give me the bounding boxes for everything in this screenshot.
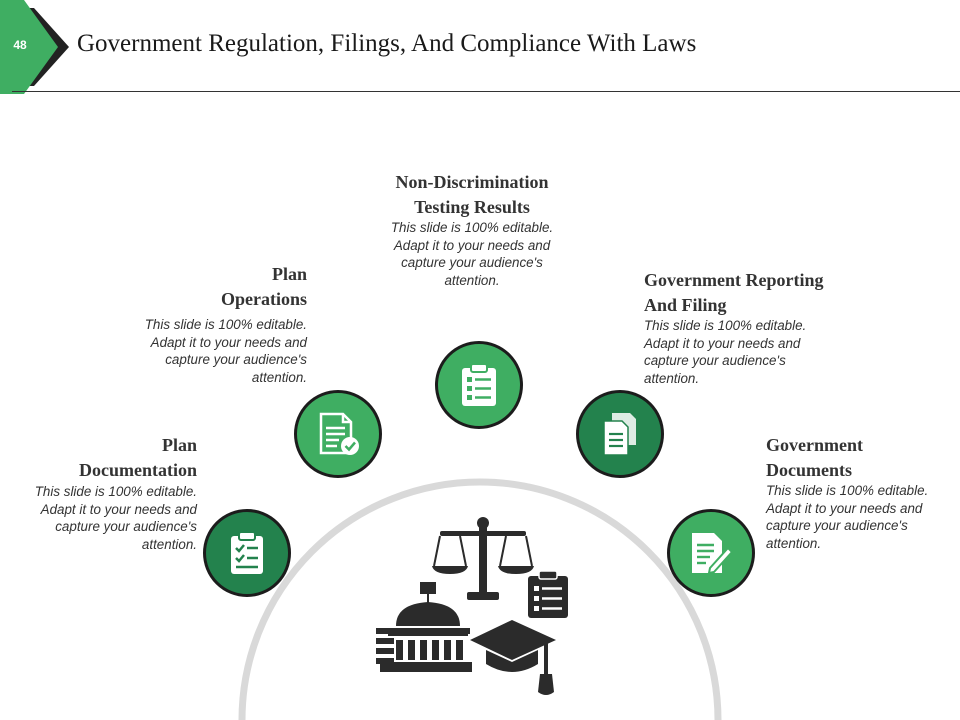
documents-icon	[603, 413, 636, 456]
item-description-government-documents: This slide is 100% editable. Adapt it to…	[766, 483, 929, 551]
node-plan-operations	[294, 390, 382, 478]
item-heading-plan-documentation: Plan Documentation	[79, 435, 197, 480]
document-check-icon	[319, 412, 359, 455]
document-pen-icon	[692, 533, 734, 575]
node-government-documents	[667, 509, 755, 597]
item-description-non-discrimination: This slide is 100% editable. Adapt it to…	[390, 220, 554, 288]
government-compliance-icon	[376, 517, 568, 695]
clipboard-list-icon	[462, 363, 496, 406]
item-description-plan-documentation: This slide is 100% editable. Adapt it to…	[34, 484, 197, 552]
item-heading-plan-operations: Plan Operations	[220, 264, 307, 309]
node-non-discrimination	[435, 341, 523, 429]
node-plan-documentation	[203, 509, 291, 597]
item-description-government-reporting: This slide is 100% editable. Adapt it to…	[644, 318, 807, 386]
clipboard-checklist-icon	[231, 531, 263, 574]
title-divider	[12, 91, 960, 92]
item-heading-government-reporting: Government Reporting And Filing	[644, 270, 824, 315]
item-description-plan-operations: This slide is 100% editable. Adapt it to…	[144, 317, 307, 385]
node-government-reporting	[576, 390, 664, 478]
slide-number-badge	[0, 0, 69, 94]
item-heading-non-discrimination: Non-Discrimination Testing Results	[395, 172, 549, 217]
slide-number: 48	[13, 38, 27, 52]
page-title: Government Regulation, Filings, And Comp…	[77, 30, 697, 57]
item-heading-government-documents: Government Documents	[766, 435, 863, 480]
